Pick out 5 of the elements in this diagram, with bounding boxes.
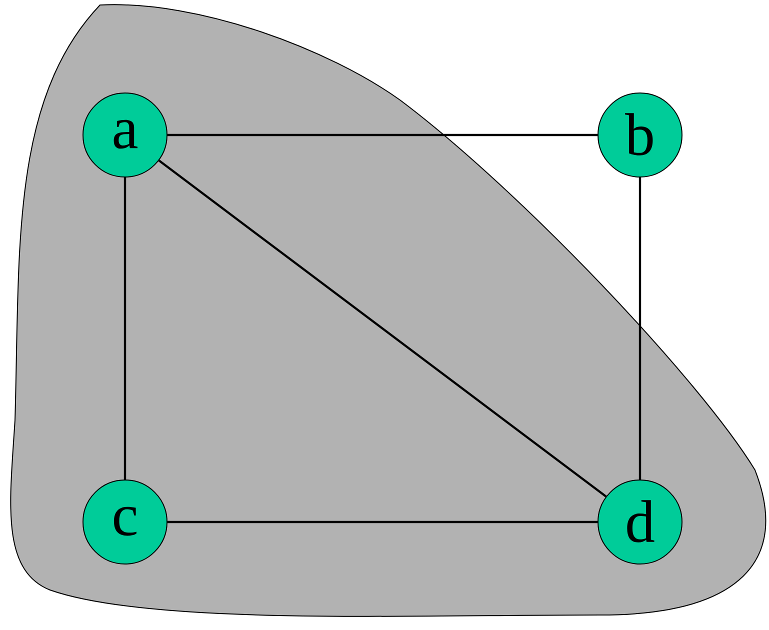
edge-line [158, 160, 607, 498]
edge-line [124, 178, 126, 480]
edge-line [638, 178, 642, 480]
edge-line [168, 520, 598, 524]
edge-line [168, 134, 598, 136]
